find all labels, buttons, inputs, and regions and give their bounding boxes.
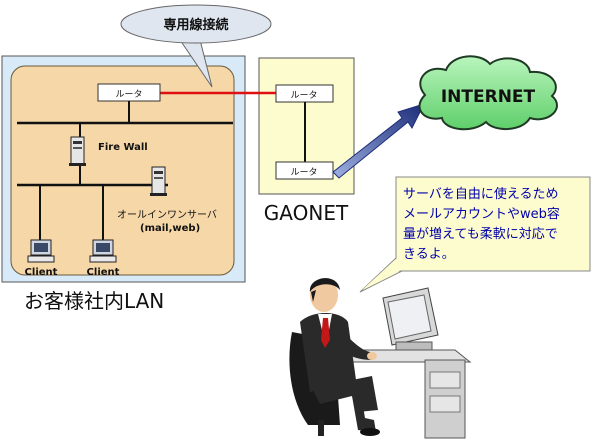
gaonet-router-bottom-label: ルータ — [290, 167, 317, 178]
firewall-tower-icon — [69, 136, 86, 166]
lan-inner-box — [10, 65, 235, 276]
gaonet-title: GAONET — [264, 201, 349, 225]
client-pc-icon — [27, 239, 55, 263]
server-sublabel: (mail,web) — [140, 223, 200, 234]
server-label: オールインワンサーバ — [117, 209, 217, 221]
internet-cloud — [418, 55, 558, 131]
client-label-2: Client — [87, 267, 120, 278]
gaonet-router-top-label: ルータ — [290, 90, 317, 101]
speech-line-2: メールアカウントやweb容 — [403, 206, 560, 222]
callout-bubble — [120, 4, 272, 44]
speech-line-4: きるよ。 — [403, 247, 455, 262]
speech-bubble — [395, 176, 591, 272]
internet-label: INTERNET — [441, 87, 536, 107]
speech-line-3: 量が増えても柔軟に対応で — [403, 226, 558, 242]
firewall-label: Fire Wall — [98, 142, 148, 153]
client-pc-icon — [89, 239, 117, 263]
server-tower-icon — [150, 166, 167, 196]
speech-line-1: サーバを自由に使えるため — [403, 186, 558, 202]
leased-line-label: 専用線接続 — [163, 17, 228, 33]
internet-arrow — [332, 103, 425, 179]
client-label-1: Client — [25, 267, 58, 278]
lan-title: お客様社内LAN — [24, 289, 164, 313]
person-at-computer-illustration — [289, 278, 472, 439]
gaonet-router-bottom — [275, 161, 334, 180]
lan-router-label: ルータ — [115, 89, 142, 100]
